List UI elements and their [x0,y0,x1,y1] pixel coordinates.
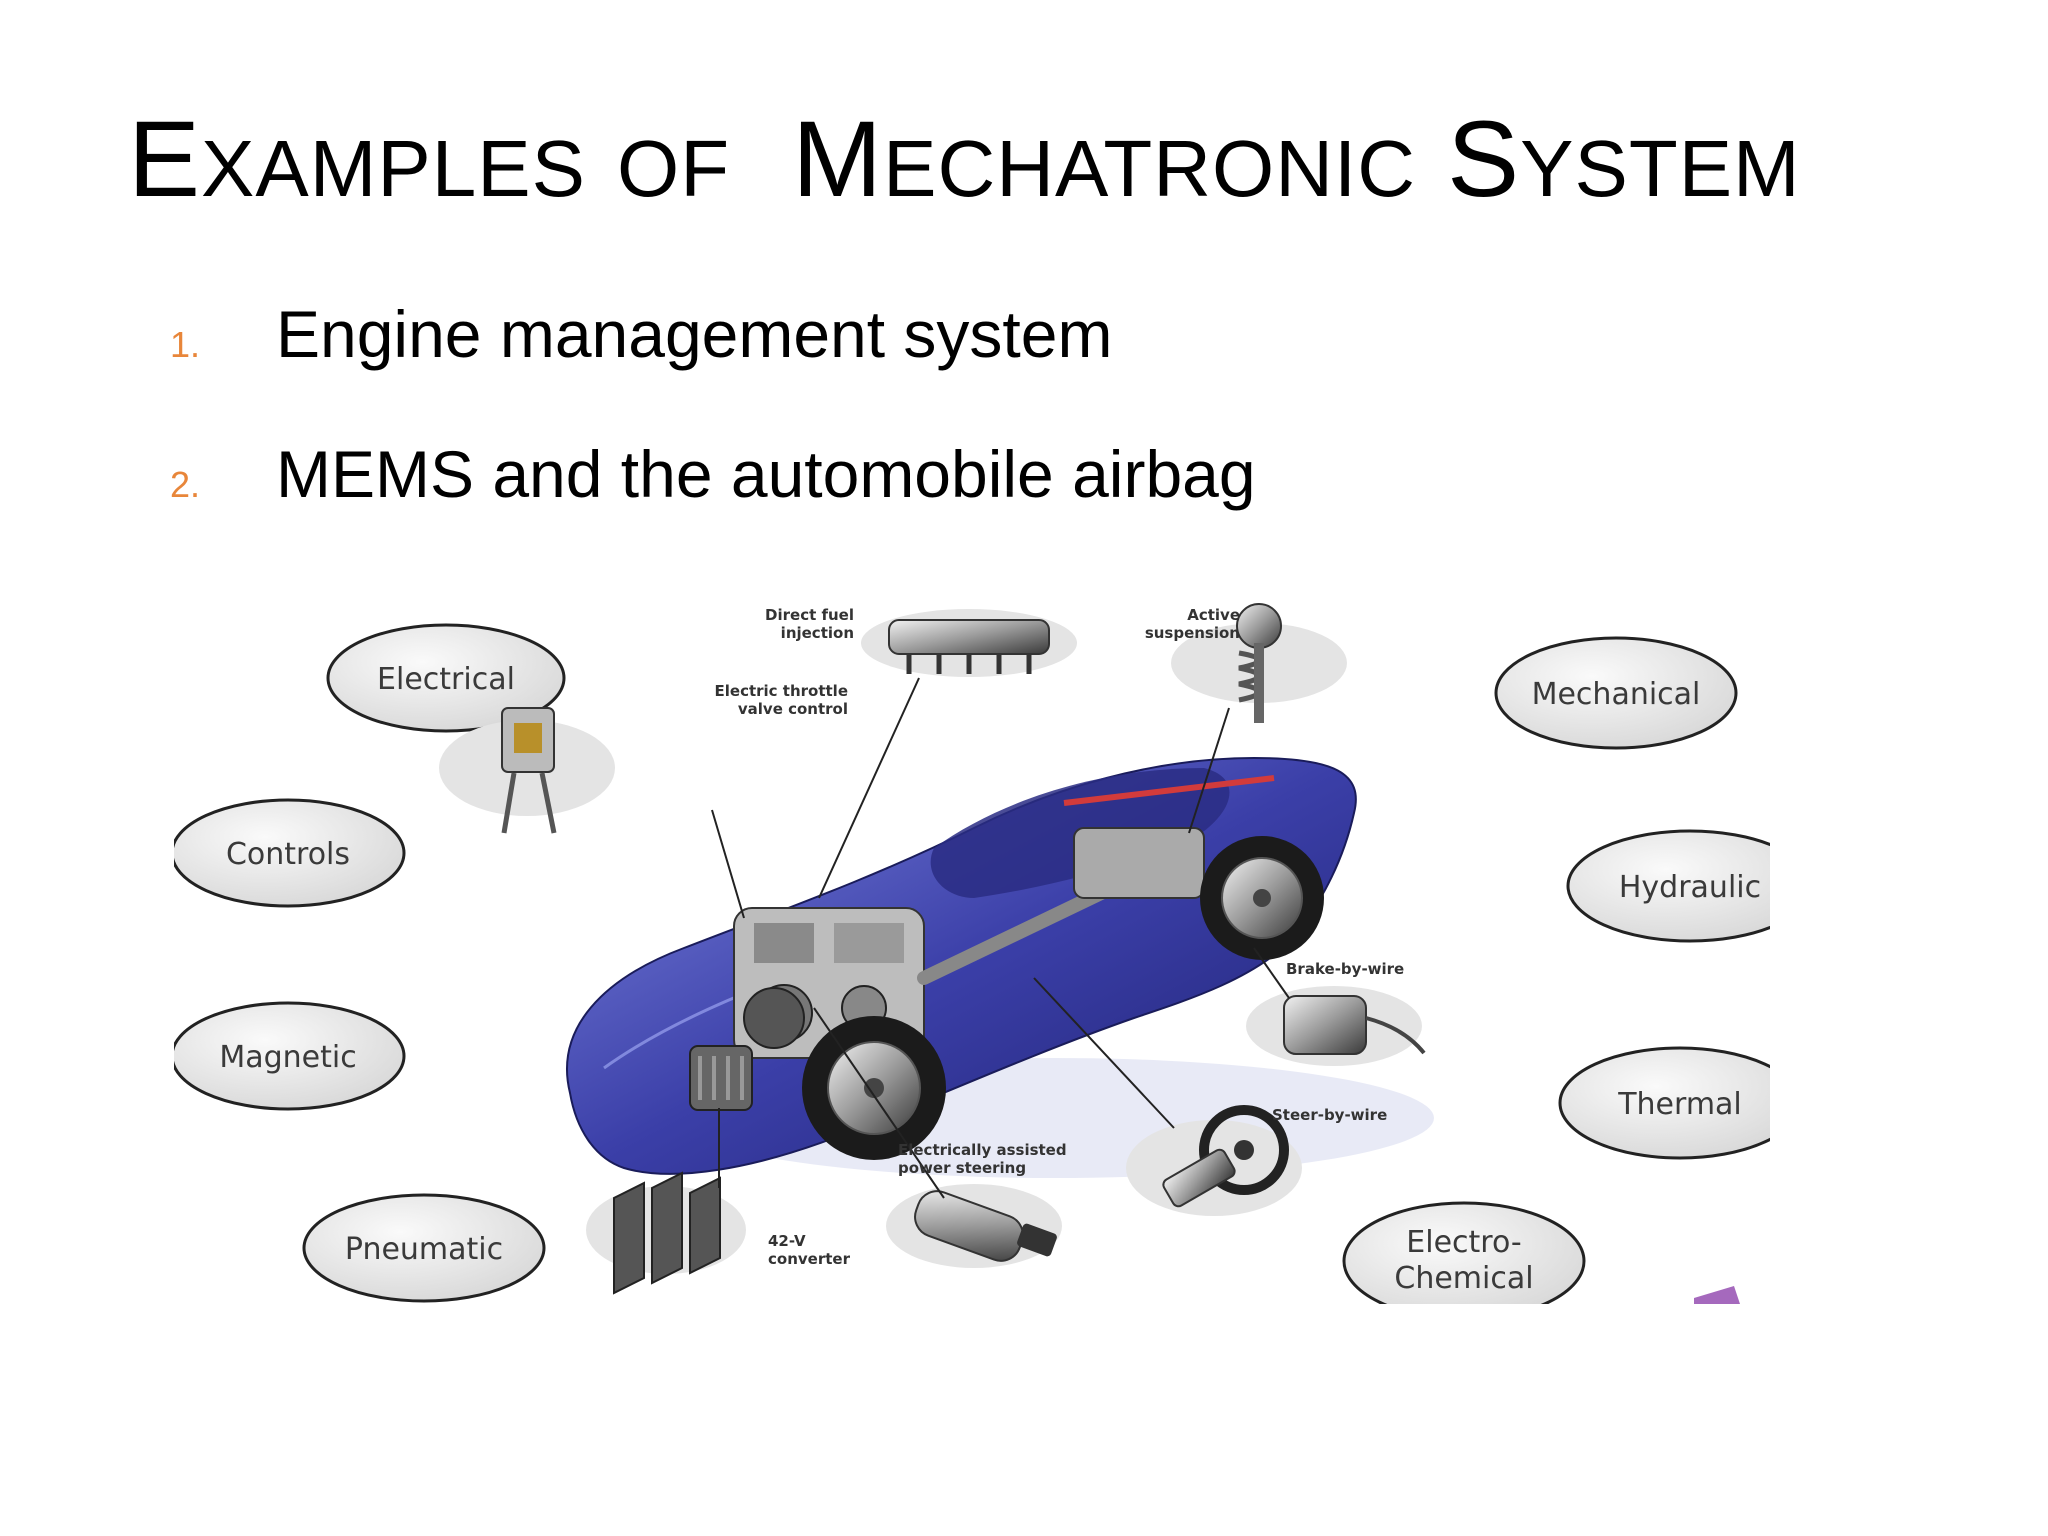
component-throttle-valve [439,707,615,834]
callout-suspension-line1: Active [1187,606,1240,624]
title-word-mechatronic: ECHATRONIC [883,124,1417,213]
discipline-mechanical: Mechanical [1494,636,1738,750]
slide-title: EXAMPLES OF MECHATRONIC SYSTEM [128,96,1801,221]
discipline-thermal: Thermal [1558,1046,1770,1160]
component-brake-by-wire [1246,986,1426,1066]
label-electrical: Electrical [377,662,515,697]
component-alternator [689,1045,753,1111]
discipline-magnetic: Magnetic [174,1001,406,1111]
callout-throttle-line1: Electric throttle [715,682,848,700]
title-word-system: YSTEM [1520,124,1801,213]
title-initial-s: S [1447,98,1521,219]
callout-steering-line2: power steering [898,1159,1026,1177]
component-fuel-injection [861,609,1077,677]
discipline-hydraulic: Hydraulic [1566,829,1770,943]
callout-brake: Brake-by-wire [1286,960,1404,978]
leader-lines [711,677,1290,1199]
list-item: 2. MEMS and the automobile airbag [170,436,1256,576]
component-power-steering [886,1184,1062,1268]
label-hydraulic: Hydraulic [1619,870,1761,905]
rear-wheel [1200,836,1324,960]
callout-converter-line1: 42-V [768,1232,806,1250]
component-active-suspension [1171,603,1347,723]
callout-steering-line1: Electrically assisted [898,1141,1067,1159]
callout-fuel-line2: injection [781,624,854,642]
label-controls: Controls [226,837,350,872]
component-42v-converter [586,1171,746,1295]
component-steer-by-wire [1126,1105,1302,1216]
label-electro: Electro- [1406,1225,1521,1260]
examples-list: 1. Engine management system 2. MEMS and … [170,296,1256,576]
callout-converter-line2: converter [768,1250,851,1268]
front-wheel [802,1016,946,1160]
label-chemical: Chemical [1394,1261,1533,1296]
diagram-svg: Electrical Controls Magnetic Pneumatic M… [174,603,1770,1304]
discipline-electrical: Electrical [326,623,566,733]
title-initial-m: M [792,98,884,219]
corner-arrow-shape [1694,1286,1740,1304]
label-thermal: Thermal [1617,1087,1742,1122]
label-magnetic: Magnetic [219,1040,356,1075]
title-word-of: OF [617,124,731,213]
discipline-controls: Controls [174,798,406,908]
callout-steer: Steer-by-wire [1272,1106,1387,1124]
discipline-electro-chemical: Electro- Chemical [1342,1201,1586,1304]
callout-suspension-line2: suspension [1145,624,1240,642]
list-item: 1. Engine management system [170,296,1256,436]
mechatronics-car-diagram: Electrical Controls Magnetic Pneumatic M… [174,598,1770,1304]
label-pneumatic: Pneumatic [345,1232,503,1267]
list-text: Engine management system [276,297,1113,371]
list-text: MEMS and the automobile airbag [276,437,1256,511]
list-number: 1. [170,324,201,365]
title-word-examples: XAMPLES [201,124,586,213]
title-initial-e: E [128,98,202,219]
callout-throttle-line2: valve control [738,700,848,718]
discipline-pneumatic: Pneumatic [302,1193,546,1303]
callout-fuel-line1: Direct fuel [765,606,854,624]
label-mechanical: Mechanical [1532,677,1701,712]
list-number: 2. [170,464,201,505]
